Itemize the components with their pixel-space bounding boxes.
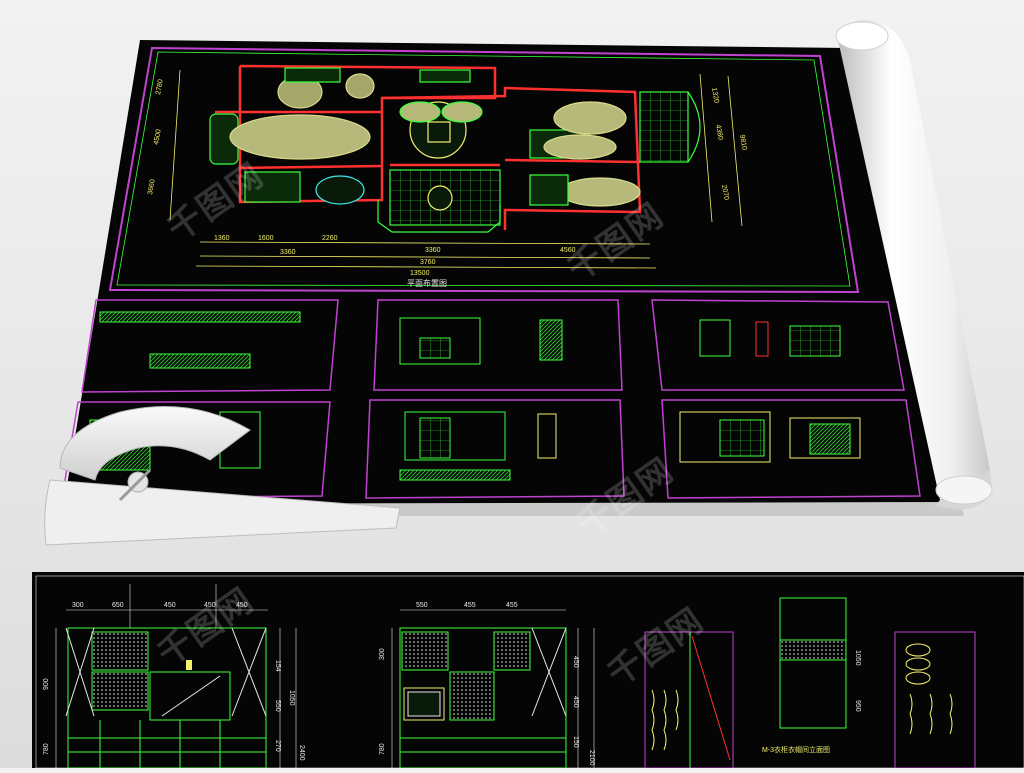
elevation-panel-1 — [65, 627, 267, 769]
dim-right-4: 9810 — [738, 134, 748, 151]
dim-right-3: 2070 — [720, 184, 730, 201]
p1-dim-top-2: 650 — [112, 602, 124, 609]
floor-plan — [215, 64, 642, 230]
dim-bottom-5: 4560 — [560, 247, 576, 254]
p1-dim-top-5: 450 — [236, 602, 248, 609]
p1-dim-right-4: 2400 — [298, 745, 305, 761]
p2-dim-right-2: 450 — [572, 696, 579, 708]
p1-dim-right-5: 1050 — [288, 690, 295, 706]
p1-dim-left-2: 780 — [43, 743, 50, 755]
dim-left-2: 4500 — [153, 129, 163, 146]
p1-dim-right-3: 270 — [274, 740, 281, 752]
elevation-panel-2 — [399, 627, 567, 769]
dim-total: 13500 — [410, 270, 430, 277]
protractor — [44, 405, 401, 546]
panel3-caption: M-3衣柜衣帽间立面图 — [762, 745, 830, 754]
furniture — [209, 67, 701, 233]
p2-dim-right-1: 450 — [572, 656, 579, 668]
plan-frame — [108, 46, 860, 294]
dim-left-1: 2780 — [155, 79, 165, 96]
p1-dim-top-3: 450 — [164, 602, 176, 609]
p2-dim-top-3: 455 — [506, 602, 518, 609]
dim-bottom-3: 2260 — [322, 235, 338, 242]
dim-bottom-4: 3360 — [425, 247, 441, 254]
p2-dim-right-4: 2100 — [588, 750, 595, 766]
detail-panels-row1 — [81, 299, 905, 393]
dim-bottom-6: 3360 — [280, 249, 296, 256]
p2-dim-right-3: 150 — [572, 736, 579, 748]
p1-dim-top-1: 300 — [72, 602, 84, 609]
p1-dim-right-1: 154 — [274, 660, 281, 672]
p3-dim-right-1: 1050 — [854, 650, 861, 666]
plan-title: 平面布置图 — [407, 278, 447, 288]
dim-bottom-2: 1600 — [258, 235, 274, 242]
p2-dim-left-1: 300 — [379, 648, 386, 660]
dim-bottom-7: 3760 — [420, 259, 436, 266]
p2-dim-top-2: 455 — [464, 602, 476, 609]
dim-right-1: 1320 — [710, 87, 720, 104]
p2-dim-top-1: 550 — [416, 602, 428, 609]
p1-dim-left-1: 900 — [43, 678, 50, 690]
p1-dim-right-2: 550 — [274, 700, 281, 712]
p3-dim-right-2: 950 — [854, 700, 861, 712]
dim-bottom-1: 1360 — [214, 235, 230, 242]
dim-left-3: 3660 — [147, 179, 157, 196]
p1-dim-top-4: 450 — [204, 602, 216, 609]
paper-roll — [835, 20, 993, 510]
p2-dim-left-2: 780 — [379, 743, 386, 755]
plan-dimensions — [169, 69, 743, 269]
dim-right-2: 4380 — [714, 124, 724, 141]
